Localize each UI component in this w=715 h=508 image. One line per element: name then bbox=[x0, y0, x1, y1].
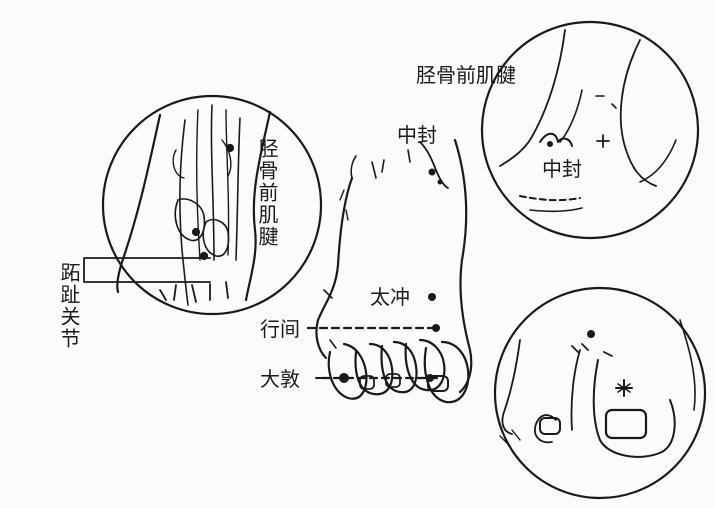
label-zhongfeng-top: 中封 bbox=[397, 123, 437, 147]
label-taichong: 太冲 bbox=[370, 285, 410, 309]
left-inset-circle bbox=[83, 94, 323, 316]
label-zhongfeng-inset: 中封 bbox=[542, 157, 582, 181]
ankle-inset-circle bbox=[480, 20, 700, 240]
toe-inset-circle bbox=[493, 286, 707, 500]
label-dadun: 大敦 bbox=[260, 367, 300, 391]
label-tibialis-tendon-left: 胫骨前肌腱 bbox=[255, 138, 279, 248]
label-mtp-joint: 跖趾关节 bbox=[57, 262, 81, 350]
foot-dorsum bbox=[306, 138, 473, 404]
label-xingjian: 行间 bbox=[260, 317, 300, 341]
label-tibialis-tendon-top: 胫骨前肌腱 bbox=[416, 63, 516, 87]
